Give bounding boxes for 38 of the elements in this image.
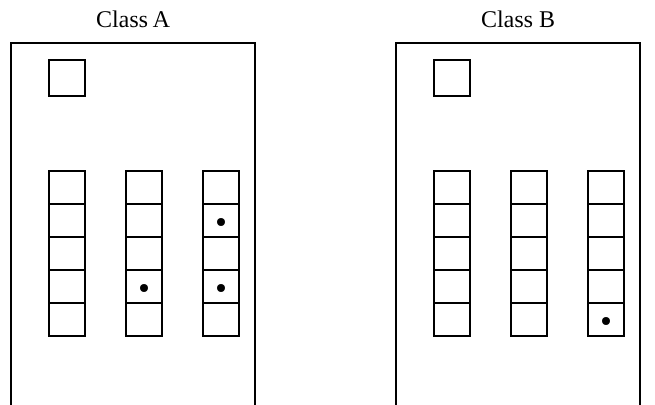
student-desk <box>125 269 163 304</box>
teacher-desk <box>48 59 86 97</box>
student-desk <box>125 302 163 337</box>
student-desk <box>510 269 548 304</box>
student-desk <box>125 170 163 205</box>
teacher-desk <box>433 59 471 97</box>
student-desk <box>587 170 625 205</box>
student-desk <box>48 302 86 337</box>
student-desk <box>202 302 240 337</box>
student-desk <box>510 203 548 238</box>
student-desk <box>587 302 625 337</box>
student-desk <box>510 170 548 205</box>
student-desk <box>433 269 471 304</box>
student-desk <box>510 236 548 271</box>
student-desk <box>202 203 240 238</box>
student-desk <box>202 269 240 304</box>
student-desk <box>433 236 471 271</box>
student-desk <box>48 269 86 304</box>
student-desk <box>202 236 240 271</box>
student-desk <box>48 203 86 238</box>
student-dot <box>140 284 148 292</box>
student-desk <box>433 170 471 205</box>
student-desk <box>587 203 625 238</box>
student-dot <box>217 218 225 226</box>
student-desk <box>587 236 625 271</box>
student-dot <box>217 284 225 292</box>
student-desk <box>48 236 86 271</box>
student-desk <box>433 203 471 238</box>
student-desk <box>587 269 625 304</box>
student-desk <box>125 236 163 271</box>
student-dot <box>602 317 610 325</box>
class-title: Class A <box>94 6 171 34</box>
student-desk <box>48 170 86 205</box>
student-desk <box>433 302 471 337</box>
student-desk <box>510 302 548 337</box>
class-title: Class B <box>480 6 556 34</box>
student-desk <box>125 203 163 238</box>
student-desk <box>202 170 240 205</box>
